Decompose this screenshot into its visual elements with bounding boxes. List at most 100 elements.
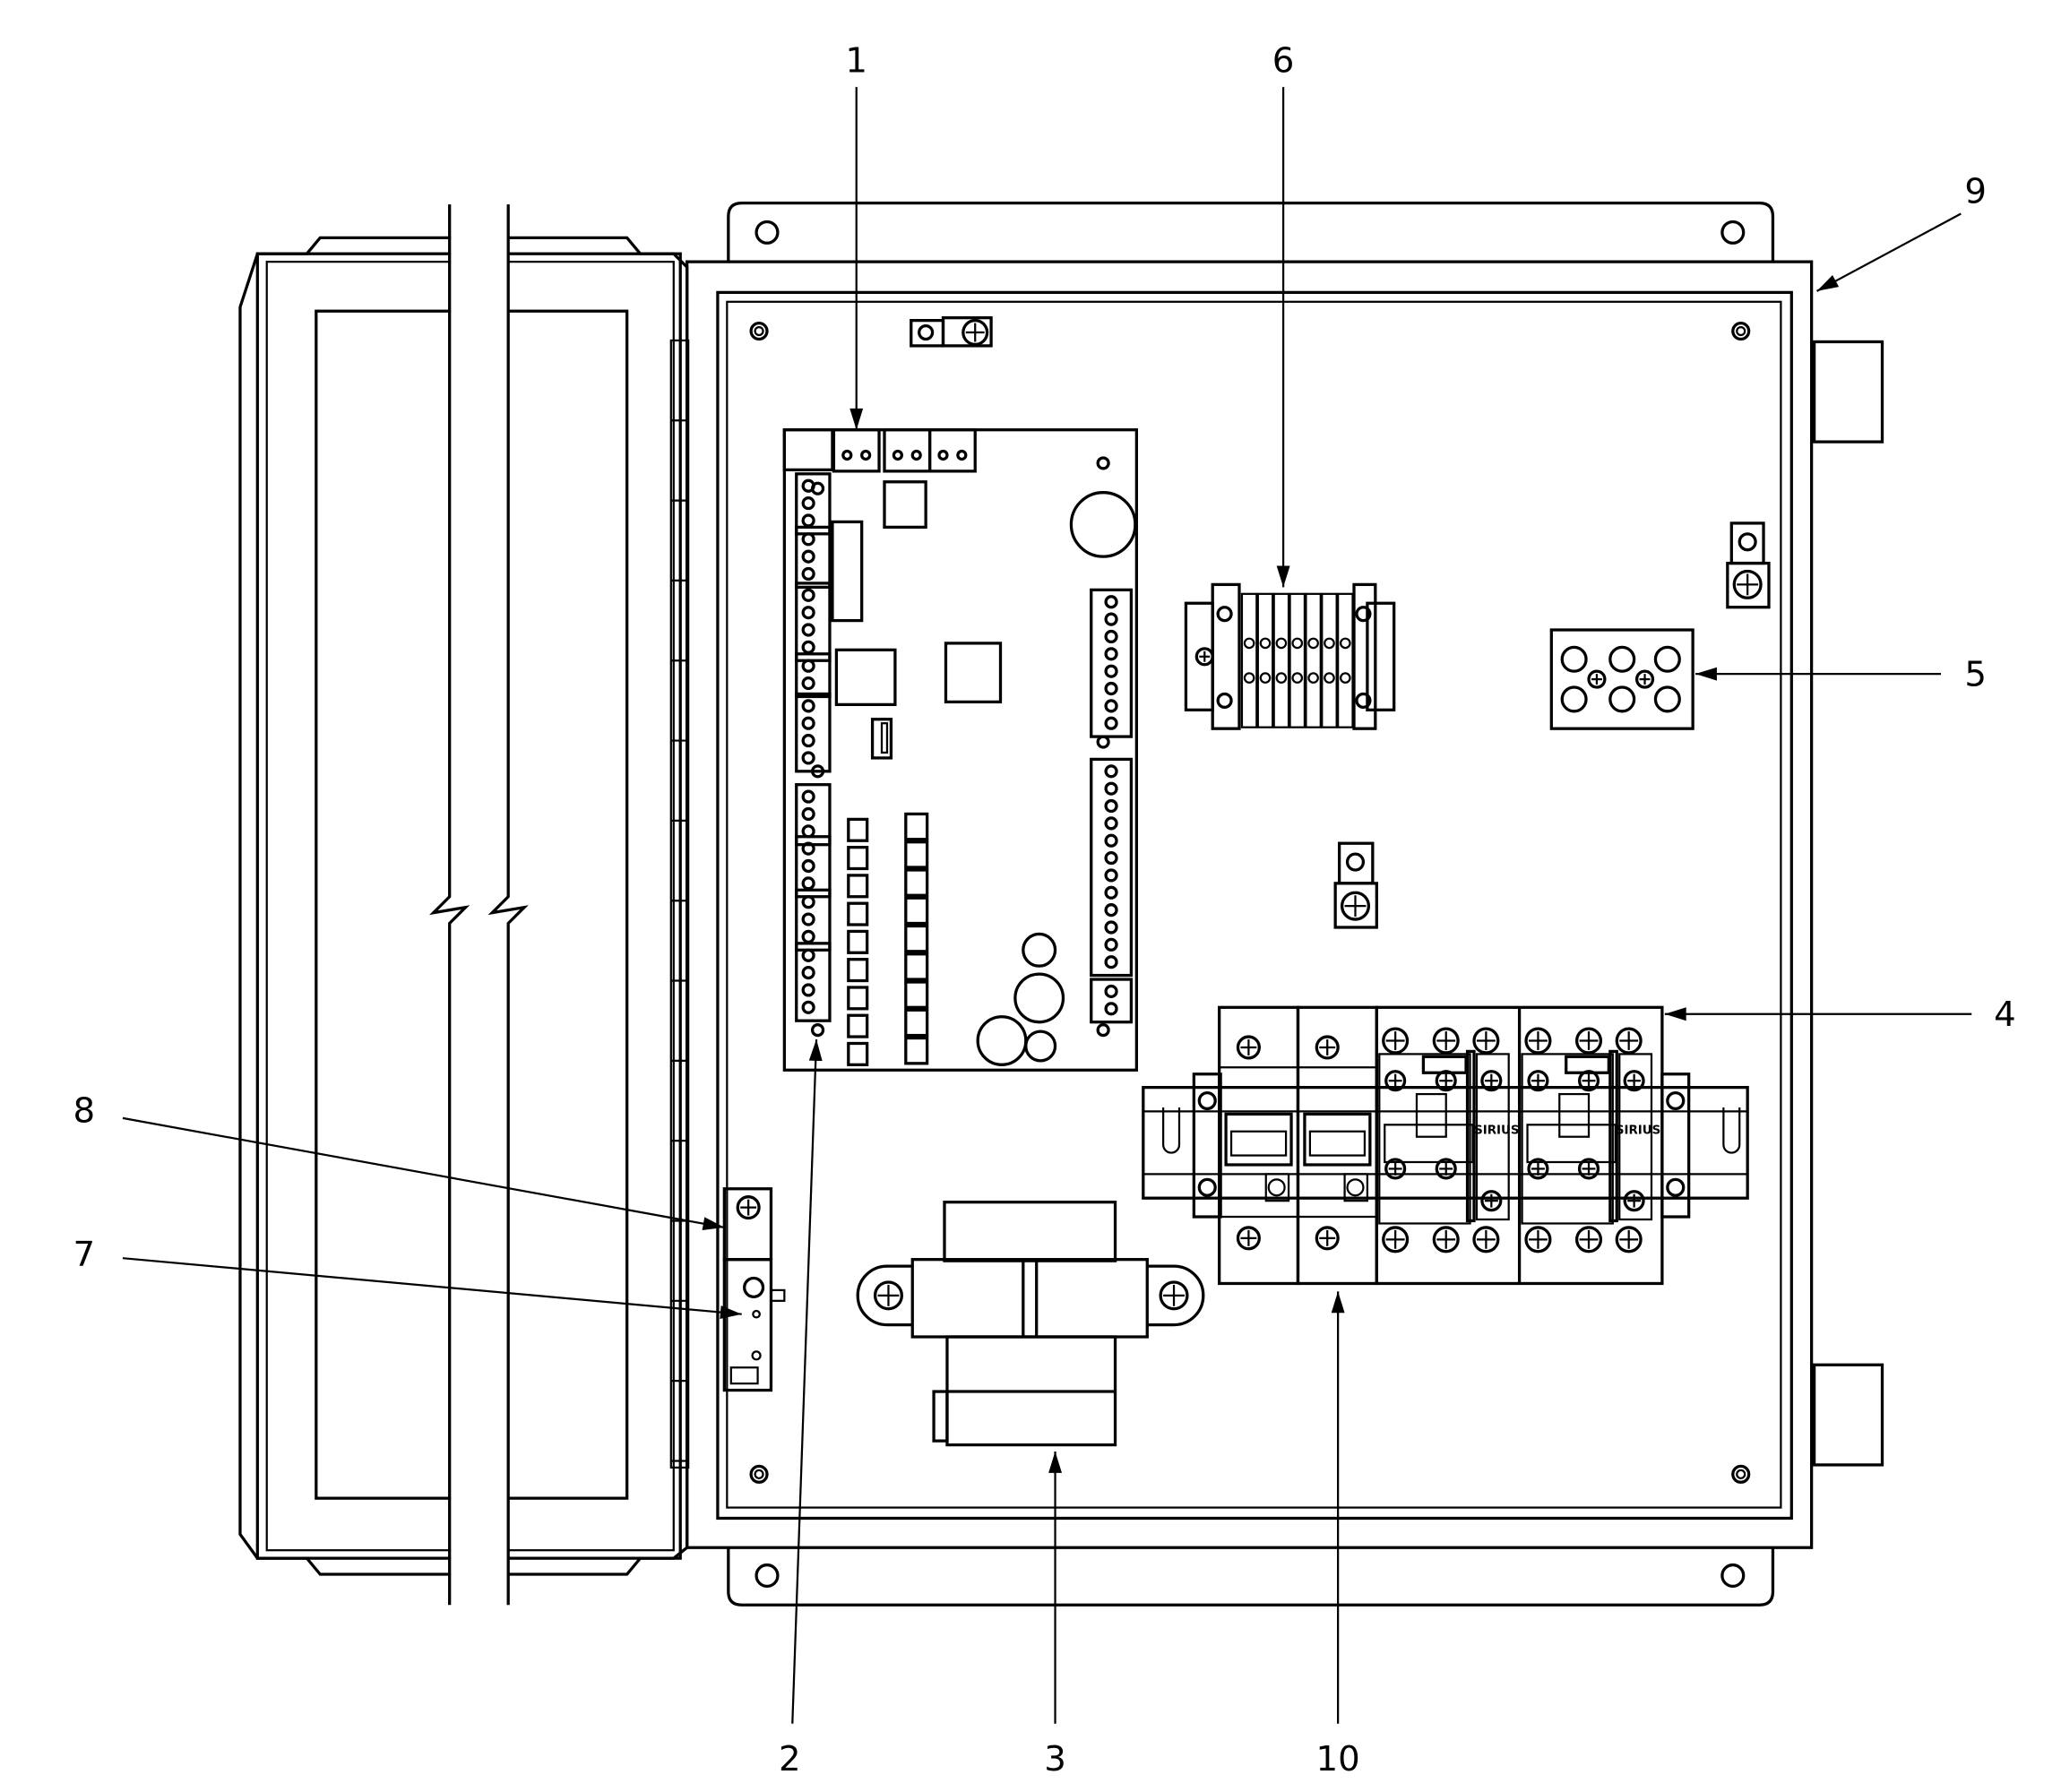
- terminal-screw: [1104, 885, 1118, 900]
- pin: [937, 449, 949, 461]
- ground-hole: [1653, 685, 1681, 713]
- ground-hole: [1653, 645, 1681, 673]
- contactor-window: [1526, 1124, 1617, 1164]
- terminal-screw: [1104, 781, 1118, 796]
- callout-leaders: [122, 87, 1972, 1724]
- arrowhead-icon: [1816, 275, 1840, 291]
- led: [847, 901, 869, 926]
- arrowhead-icon: [720, 1305, 742, 1319]
- reset-button: [1267, 1178, 1286, 1197]
- screw-icon: [1577, 1158, 1600, 1180]
- screw-icon: [1574, 1226, 1603, 1254]
- terminal-screw: [1104, 595, 1118, 609]
- callout-10: 10: [1316, 1739, 1360, 1779]
- backplate: [726, 300, 1782, 1509]
- chip: [831, 520, 864, 623]
- mount-tab-top: [727, 201, 1775, 263]
- terminal-plug: [795, 942, 832, 1022]
- terminal-screw: [1104, 816, 1118, 831]
- terminal-screw: [1104, 699, 1118, 713]
- screw-icon: [1435, 1070, 1457, 1092]
- mount-ear-left: [856, 1264, 913, 1327]
- clamp-hole: [1666, 1090, 1686, 1111]
- screw-icon: [1432, 1226, 1460, 1254]
- chip: [883, 480, 927, 530]
- screw-icon: [1615, 1027, 1643, 1055]
- terminal-screw: [801, 929, 815, 943]
- terminal-plug: [795, 835, 832, 899]
- leader-line: [791, 1038, 818, 1724]
- terminal-screw: [1104, 681, 1118, 696]
- terminal-screw: [801, 623, 815, 637]
- screw-icon: [1577, 1070, 1600, 1092]
- ground-bar-5: [1549, 628, 1695, 730]
- terminal-screw: [1104, 612, 1118, 626]
- breaker-handle: [1224, 1112, 1293, 1167]
- terminal-screw: [1307, 672, 1319, 684]
- lug-screw: [1738, 532, 1757, 552]
- terminal-plug: [795, 525, 832, 590]
- terminal: [1305, 592, 1322, 728]
- aux-contact-bar: [1608, 1049, 1618, 1223]
- transformer-top: [943, 1201, 1117, 1262]
- terminal-screw: [1104, 868, 1118, 883]
- door-switch: [722, 1187, 786, 1392]
- callout-6: 6: [1272, 41, 1295, 82]
- standoff: [1096, 456, 1110, 470]
- mounting-hole: [1720, 220, 1746, 245]
- terminal-screw: [801, 966, 815, 980]
- contactor-face: [1521, 1053, 1614, 1225]
- motor-starter-assembly: [1142, 1005, 1749, 1286]
- enclosure-body: [686, 201, 1884, 1607]
- switch-bracket: [722, 1187, 773, 1262]
- terminal-screw: [1104, 850, 1118, 866]
- buzzer: [1069, 491, 1137, 558]
- contactor-actuator: [1415, 1092, 1447, 1138]
- led: [847, 929, 869, 954]
- terminal: [1240, 592, 1258, 728]
- screw-icon: [1524, 1226, 1552, 1254]
- handle-window: [1308, 1130, 1367, 1157]
- screw-icon: [1480, 1190, 1503, 1212]
- ground-hole: [1608, 685, 1636, 713]
- contactor-face: [1378, 1053, 1471, 1225]
- lug-screw: [918, 323, 935, 341]
- chip: [834, 648, 897, 707]
- screw-icon: [1527, 1070, 1549, 1092]
- backplate-screw-center: [1736, 1469, 1746, 1479]
- jumper-pin: [880, 722, 889, 754]
- terminal-screw: [801, 841, 815, 856]
- ground-lug: [910, 319, 945, 348]
- arrowhead-icon: [1331, 1291, 1345, 1314]
- screw-icon: [1634, 669, 1655, 689]
- screw-icon: [1382, 1226, 1410, 1254]
- relay: [904, 1036, 929, 1065]
- led: [847, 817, 869, 842]
- terminal-screw: [801, 806, 815, 822]
- terminal-screw: [801, 588, 815, 602]
- terminal-screw: [801, 895, 815, 909]
- din-slot: [1162, 1107, 1181, 1154]
- aux-contact-bar: [1465, 1049, 1476, 1223]
- arrowhead-icon: [1048, 1452, 1062, 1473]
- terminal-plug: [795, 582, 832, 662]
- terminal-screw: [1104, 920, 1118, 935]
- terminal-screw: [801, 640, 815, 654]
- controller-board: [782, 428, 1138, 1072]
- relay: [904, 980, 929, 1009]
- pcb-outline: [782, 428, 1138, 1072]
- terminal-screw: [1104, 647, 1118, 661]
- backplate-screw: [1731, 1464, 1751, 1484]
- screw-icon: [1527, 1158, 1549, 1180]
- break-line-right: [487, 204, 529, 1606]
- relay: [904, 896, 929, 926]
- screw-icon: [1384, 1158, 1407, 1180]
- arrowhead-icon: [1276, 565, 1290, 588]
- ground-hole: [1560, 685, 1588, 713]
- screw-icon: [1435, 1158, 1457, 1180]
- backplate-screw: [749, 321, 769, 341]
- ground-lug: [1729, 521, 1765, 565]
- pin: [892, 449, 903, 461]
- breaker-reset: [1264, 1173, 1290, 1202]
- terminal-screw: [801, 789, 815, 804]
